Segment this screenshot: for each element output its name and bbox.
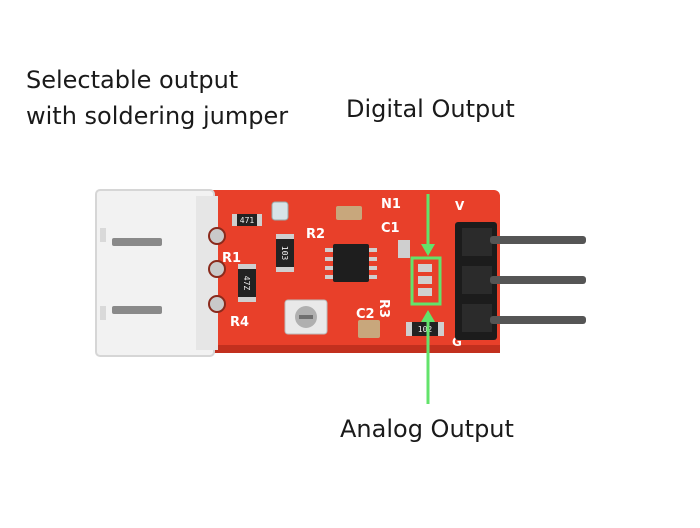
led xyxy=(271,201,289,221)
jst-connector xyxy=(95,189,218,357)
silk-c2: C2 xyxy=(356,307,375,322)
ic-chip xyxy=(325,244,377,282)
digital-output-label: Digital Output xyxy=(346,95,515,123)
analog-output-arrow xyxy=(421,310,435,404)
svg-text:47Z: 47Z xyxy=(242,276,251,291)
svg-text:471: 471 xyxy=(240,216,255,225)
header-pins xyxy=(490,236,586,324)
pcb-edge-shadow xyxy=(190,345,500,353)
capacitor-c1 xyxy=(398,240,410,258)
silk-c1: C1 xyxy=(381,221,400,236)
silk-r3: R3 xyxy=(376,299,391,318)
resistor-472: 47Z xyxy=(238,264,256,302)
silk-r1: R1 xyxy=(222,251,241,266)
connector-pads xyxy=(208,227,226,313)
potentiometer xyxy=(284,299,328,335)
capacitor-c2 xyxy=(358,320,380,338)
silk-g: G xyxy=(452,335,462,349)
svg-text:103: 103 xyxy=(280,246,289,261)
svg-text:102: 102 xyxy=(418,325,433,334)
silk-v: V xyxy=(455,199,465,213)
digital-output-arrow xyxy=(421,194,435,256)
capacitor-top xyxy=(336,206,362,220)
analog-output-label: Analog Output xyxy=(340,415,514,443)
jumper-highlight-box xyxy=(410,256,442,306)
solder-jumper-pads xyxy=(418,264,432,296)
silk-r2: R2 xyxy=(306,227,325,242)
resistor-471: 471 xyxy=(232,214,262,226)
pin-header xyxy=(455,222,497,340)
selectable-output-label-line2: with soldering jumper xyxy=(26,102,289,130)
silk-r4: R4 xyxy=(230,315,249,330)
silk-n1: N1 xyxy=(381,197,401,212)
resistor-103: 103 xyxy=(276,234,294,272)
resistor-102: 102 xyxy=(406,322,444,336)
selectable-output-label-line1: Selectable output xyxy=(26,66,239,94)
